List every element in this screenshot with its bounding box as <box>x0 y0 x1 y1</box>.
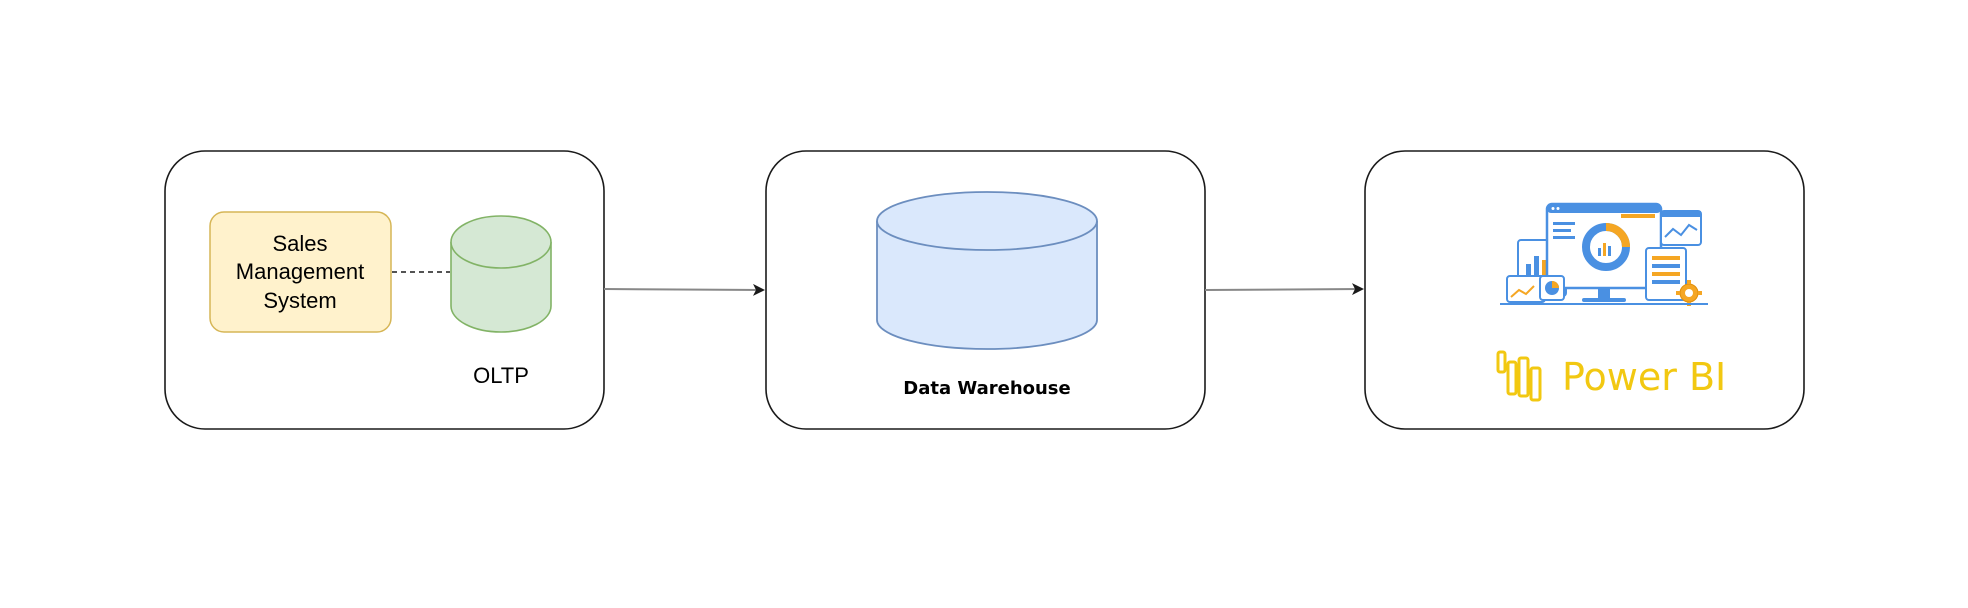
power-bi-bars-icon <box>1496 350 1542 402</box>
oltp-label: OLTP <box>473 363 529 388</box>
power-bi-logo-text: Power BI <box>1562 355 1726 399</box>
sms-label-line-3: System <box>263 288 336 313</box>
sms-label-line-2: Management <box>236 259 364 284</box>
sales-management-system-box <box>209 211 392 333</box>
data-warehouse-database-icon <box>876 191 1098 350</box>
oltp-database-icon <box>450 215 552 333</box>
source-to-warehouse-arrow <box>603 283 765 296</box>
data-warehouse-label: Data Warehouse <box>903 378 1070 399</box>
warehouse-to-powerbi-arrow <box>1204 283 1364 296</box>
sms-label-line-1: Sales <box>272 231 327 256</box>
analytics-dashboard-illustration <box>1500 202 1708 306</box>
